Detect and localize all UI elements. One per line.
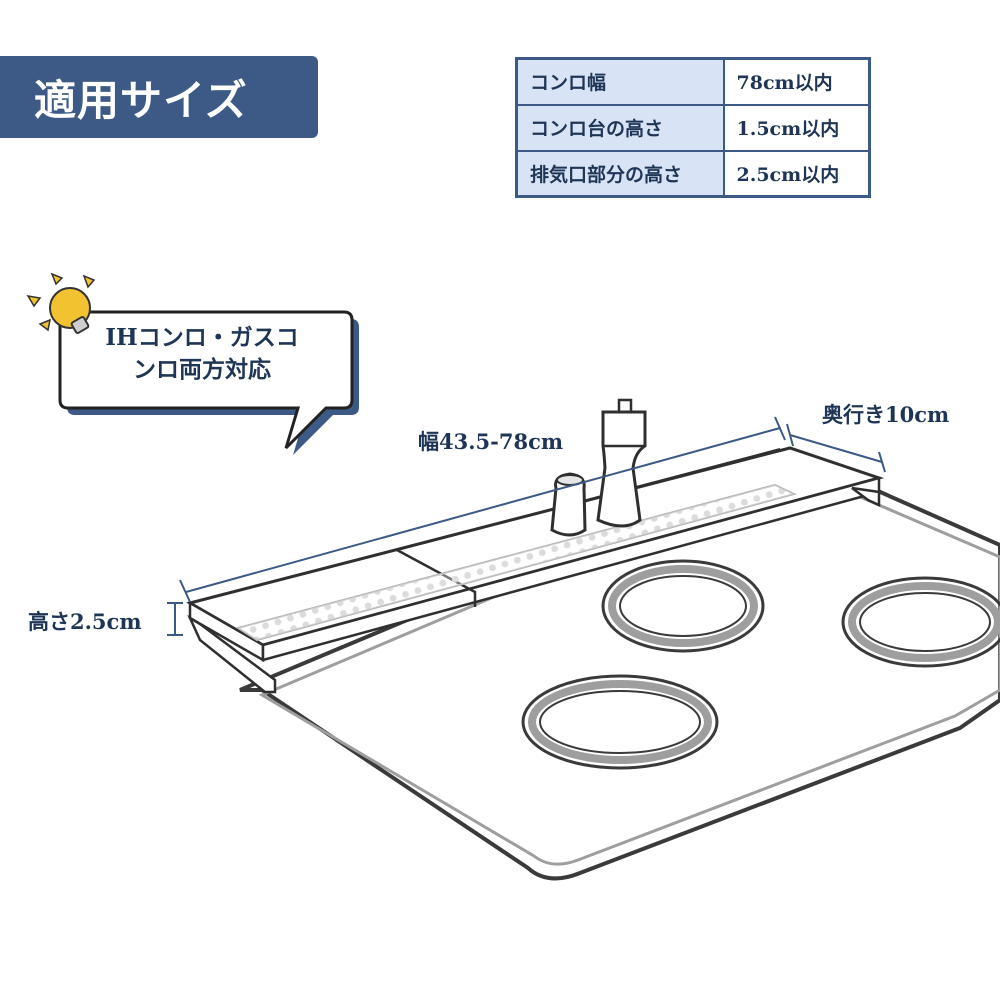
burner-back-left [601,559,765,653]
depth-dimension-line [786,423,886,473]
width-label: 幅43.5-78cm [418,429,564,454]
exhaust-cover-shelf [186,446,885,694]
section-title-badge: 適用サイズ [0,56,318,138]
spec-value: 1.5cm以内 [722,103,871,152]
spec-value: 78cm以内 [722,57,871,106]
burner-front [521,674,719,770]
lightbulb-icon [26,272,96,334]
spec-label: コンロ幅 [515,57,725,106]
table-row: 排気口部分の高さ 2.5cm以内 [515,149,871,198]
callout-line-1: IHコンロ・ガスコ [105,324,299,351]
section-title: 適用サイズ [34,75,248,125]
spec-table: コンロ幅 78cm以内 コンロ台の高さ 1.5cm以内 排気口部分の高さ 2.5… [515,57,871,198]
table-row: コンロ幅 78cm以内 [515,57,871,106]
spec-value: 2.5cm以内 [722,149,871,198]
height-label: 高さ2.5cm [28,609,142,634]
spec-label: コンロ台の高さ [515,103,725,152]
callout-text: IHコンロ・ガスコ ンロ両方対応 [72,322,332,386]
pepper-mill [596,398,647,528]
width-dimension-line [179,416,786,603]
callout-line-2: ンロ両方対応 [133,356,271,383]
burner-back-right [841,576,1000,668]
depth-label: 奥行き10cm [822,402,950,427]
spec-label: 排気口部分の高さ [515,149,725,198]
height-dimension-line [167,602,183,636]
table-row: コンロ台の高さ 1.5cm以内 [515,103,871,152]
